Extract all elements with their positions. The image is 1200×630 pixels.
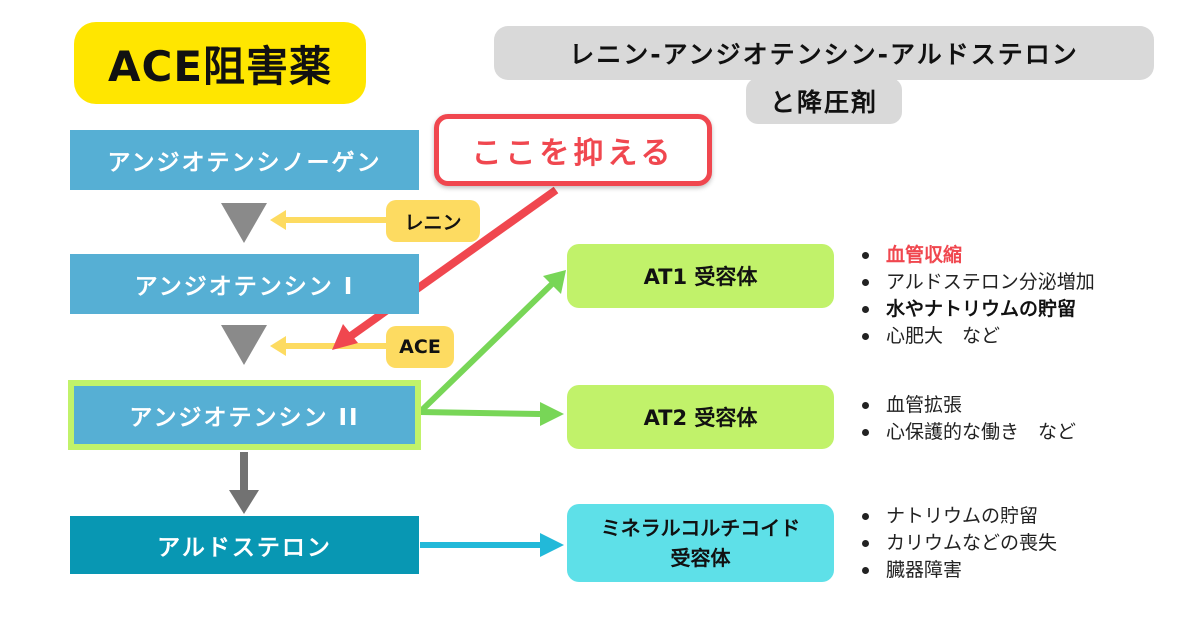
mineralocorticoid-effects-list: ナトリウムの貯留 カリウムなどの喪失 臓器障害 — [862, 503, 1057, 584]
callout-arrowhead — [332, 324, 358, 350]
angiotensin2-box: アンジオテンシン II — [68, 380, 421, 450]
at2-receptor-box: AT2 受容体 — [567, 385, 834, 449]
at1-arrowhead — [543, 270, 566, 294]
ace-arrowhead — [270, 336, 286, 356]
mineralocorticoid-receptor-box: ミネラルコルチコイド 受容体 — [567, 504, 834, 582]
list-item: 心肥大 など — [862, 323, 1095, 350]
ace-label: ACE — [386, 326, 454, 368]
angiotensin1-box: アンジオテンシン I — [70, 254, 419, 314]
renin-label: レニン — [386, 200, 480, 242]
renin-arrowhead — [270, 210, 286, 230]
callout-box: ここを抑える — [434, 114, 712, 186]
callout-text: ここを抑える — [471, 136, 675, 171]
at2-effects-list: 血管拡張 心保護的な働き など — [862, 392, 1076, 446]
list-item: カリウムなどの喪失 — [862, 530, 1057, 557]
list-item: 水やナトリウムの貯留 — [862, 296, 1095, 323]
title-badge: ACE阻害薬 — [74, 22, 366, 104]
title-badge-text: ACE阻害薬 — [107, 41, 333, 91]
mr-arrowhead — [540, 533, 564, 557]
header-banner-line1: レニン-アンジオテンシン-アルドステロン — [494, 26, 1154, 80]
aldosterone-box: アルドステロン — [70, 516, 419, 574]
list-item: 心保護的な働き など — [862, 419, 1076, 446]
at2-arrow — [419, 409, 541, 417]
at1-arrow — [419, 281, 555, 413]
at1-effects-list: 血管収縮 アルドステロン分泌増加 水やナトリウムの貯留 心肥大 など — [862, 242, 1095, 350]
list-item: 臓器障害 — [862, 557, 1057, 584]
angiotensinogen-box: アンジオテンシノーゲン — [70, 130, 419, 190]
triangle-down-icon — [221, 325, 267, 365]
triangle-down-icon — [221, 203, 267, 243]
at1-receptor-box: AT1 受容体 — [567, 244, 834, 308]
aldosterone-arrowhead — [229, 490, 259, 514]
header-banner-line2: と降圧剤 — [746, 78, 902, 124]
list-item: 血管拡張 — [862, 392, 1076, 419]
list-item: 血管収縮 — [862, 242, 1095, 269]
at2-arrowhead — [540, 402, 564, 426]
list-item: ナトリウムの貯留 — [862, 503, 1057, 530]
list-item: アルドステロン分泌増加 — [862, 269, 1095, 296]
